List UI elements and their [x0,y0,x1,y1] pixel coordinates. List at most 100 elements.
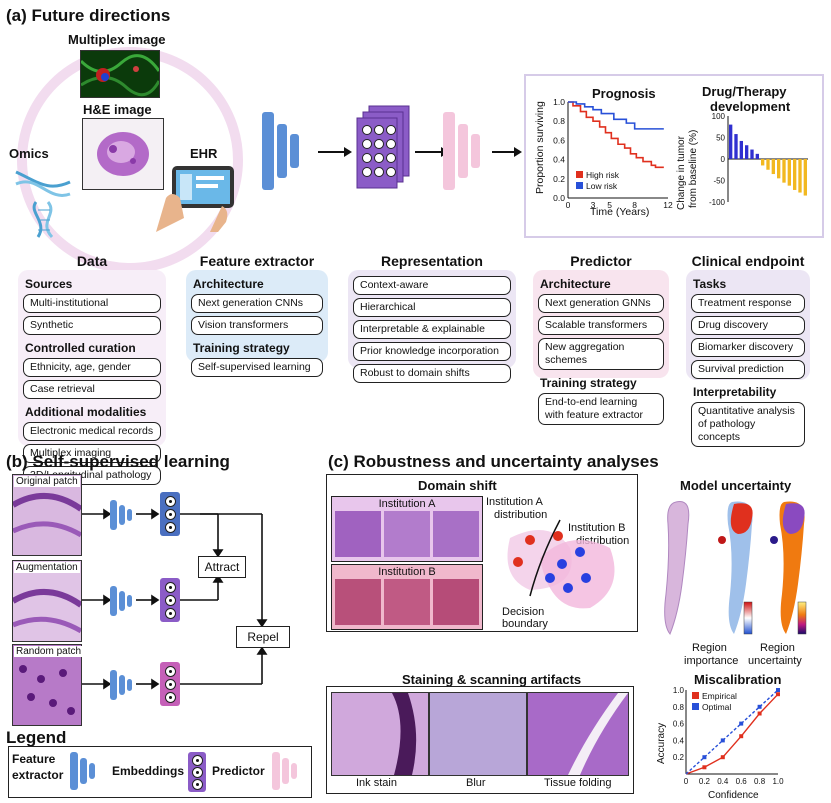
bar [766,159,770,170]
artifacts-title: Staining & scanning artifacts [402,672,582,687]
blur-image [429,692,527,776]
data-card: Sources Multi-institutional Synthetic Co… [18,270,166,485]
bar [771,159,775,175]
list-item: Next generation GNNs [538,294,664,313]
y-tick-label: 100 [712,112,726,121]
representation-card: Context-aware Hierarchical Interpretable… [348,270,516,383]
blur-label: Blur [466,777,486,789]
tissue-patch [335,511,381,557]
data-point [776,688,780,692]
bar [745,145,749,159]
feature-col-title: Feature extractor [199,253,315,269]
predictor-icon [443,112,493,192]
multiplex-image [80,50,160,98]
feature-extractor-icon [110,500,140,540]
list-item: Robust to domain shifts [353,364,511,383]
y-tick-label: 0.4 [673,736,685,745]
legend-label: High risk [586,170,620,180]
y-tick-label: 0.0 [553,193,565,203]
data-point [702,765,707,770]
tissue-patch [384,579,430,625]
feature-extractor-icon [110,670,140,710]
tissue-patch [335,579,381,625]
bar [798,159,802,193]
bar [729,124,733,159]
bar [761,159,765,166]
feature-extractor-icon [110,586,140,626]
y-tick-label: 0.6 [553,135,565,145]
clinical-col-title: Clinical endpoint [691,253,805,269]
predictor-card: Architecture Next generation GNNs Scalab… [533,270,669,425]
feature-extractor-icon [70,752,100,792]
domain-shift-title: Domain shift [418,478,497,493]
uncertainty-maps [664,500,807,635]
clinical-tasks-heading: Tasks [693,277,727,291]
y-tick-label: 0.8 [553,116,565,126]
panel-b-title: (b) Self-supervised learning [6,452,230,471]
legend-swatch [692,692,699,699]
ssl-flow-diagram [82,508,268,690]
data-curation-heading: Controlled curation [25,341,136,355]
importance-line2: importance [684,655,739,667]
feature-training-heading: Training strategy [193,341,290,355]
embedding-augmentation [160,578,180,622]
he-image [82,118,164,190]
data-point [720,755,725,760]
embedding-original [160,492,180,536]
institution-b-panel: Institution B [331,564,483,630]
y-tick-label: -50 [713,177,725,186]
list-item: Scalable transformers [538,316,664,335]
predictor-col-title: Predictor [570,253,632,269]
list-item: Self-supervised learning [191,358,323,377]
clinical-interpretability-heading: Interpretability [693,385,777,399]
list-item: Ethnicity, age, gender [23,358,161,377]
list-item: Treatment response [691,294,805,313]
tissue-folding-image [527,692,629,776]
data-modalities-heading: Additional modalities [25,405,147,419]
arrow-icon [492,147,522,157]
tissue-patch [384,511,430,557]
original-patch-image [12,474,82,556]
miscal-ylabel: Accuracy [656,722,667,764]
he-label: H&E image [83,102,152,117]
data-point [739,721,744,726]
data-sources-heading: Sources [25,277,73,291]
list-item: End-to-end learning with feature extract… [538,393,664,425]
data-point [776,692,780,697]
augmentation-label: Augmentation [14,562,80,573]
bar [782,159,786,183]
list-item: Prior knowledge incorporation [353,342,511,361]
list-item: Hierarchical [353,298,511,317]
drug-title-line2: development [710,99,791,114]
list-item: Case retrieval [23,380,161,399]
list-item: Quantitative analysis of pathology conce… [691,402,805,447]
bar [793,159,797,190]
x-tick-label: 0 [684,777,689,786]
arrow-icon [318,147,352,157]
prognosis-title: Prognosis [592,86,656,101]
repel-box: Repel [236,626,290,648]
feature-architecture-heading: Architecture [193,277,264,291]
boundary-line1: Decision [502,606,545,618]
data-point [702,755,707,760]
data-point [720,738,725,743]
data-col-title: Data [76,253,108,269]
tablet-icon [156,166,234,232]
legend-label: Empirical [702,691,737,701]
ehr-label: EHR [190,146,218,161]
bar [787,159,791,186]
x-tick-label: 0.6 [736,777,748,786]
representation-col-title: Representation [381,253,483,269]
legend-swatch [576,182,583,189]
feature-extractor-icon [262,112,312,192]
y-tick-label: 0.2 [673,753,685,762]
x-tick-label: 5 [607,200,612,210]
institution-a-label: Institution A [378,498,436,510]
list-item: Interpretable & explainable [353,320,511,339]
legend-swatch [692,703,699,710]
series-line [685,689,779,775]
artifacts-box [326,686,634,794]
